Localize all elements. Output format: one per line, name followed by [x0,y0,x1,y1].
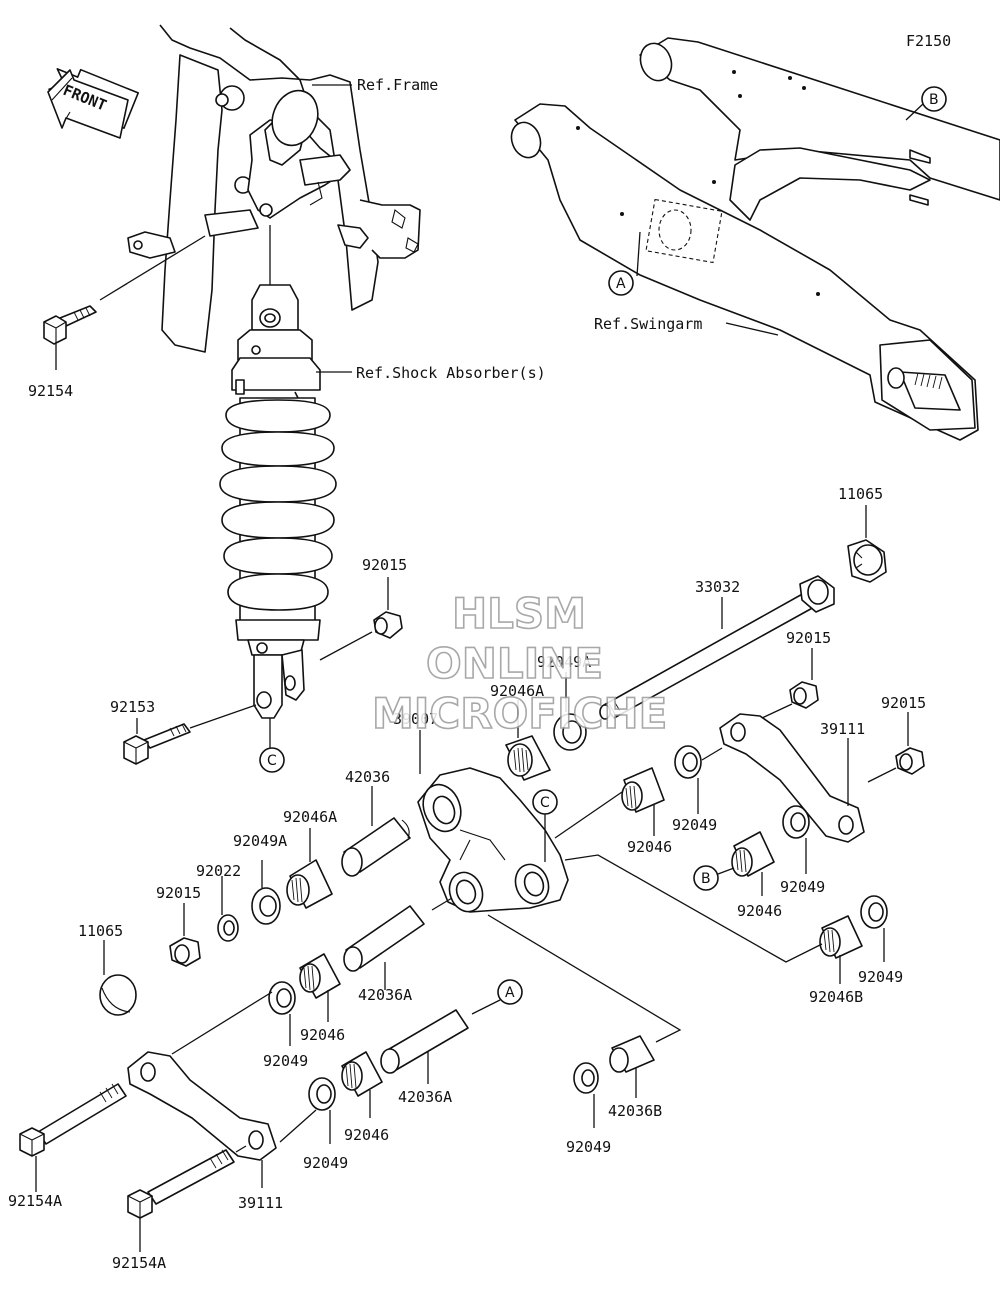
callout-a-lower: A [497,979,523,1005]
label-42036b: 42036B [608,1102,662,1120]
label-92046-left-mid: 92046 [300,1026,345,1044]
label-42036a-lower: 42036A [398,1088,452,1106]
svg-text:C: C [267,753,277,769]
callout-b-top: B [921,86,947,112]
callout-c-shock: C [259,747,285,773]
swingarm-drawing [510,37,1000,441]
washer-92049-right-upper [674,745,702,779]
bearing-92046b [819,915,863,959]
bolt-92154a-upper [19,1083,127,1157]
label-42036a-mid: 42036A [358,986,412,1004]
tie-rod-39111-right [719,713,865,843]
bolt-92154a-lower [127,1149,235,1219]
bearing-92046a-left [286,859,333,909]
callout-b-lower: B [693,865,719,891]
nut-92015-mid [789,681,819,709]
callout-c-rocker: C [532,789,558,815]
ref-shock-label: Ref.Shock Absorber(s) [356,364,546,382]
washer-92049-lower-left [308,1077,336,1111]
label-92049a-left: 92049A [233,832,287,850]
label-92049a-top: 92049A [537,653,591,671]
washer-92049-lower-right [573,1062,599,1094]
svg-text:B: B [701,871,711,887]
svg-text:B: B [929,92,939,108]
label-92049-right-mid: 92049 [780,878,825,896]
sleeve-42036b [609,1035,655,1073]
ref-swingarm-label: Ref.Swingarm [594,315,702,333]
sleeve-42036 [341,817,411,877]
frame-drawing [127,24,421,353]
label-92046-mid: 92046 [737,902,782,920]
svg-text:A: A [616,276,626,292]
nut-92015-shock [373,611,403,639]
label-92046a-top: 92046A [490,682,544,700]
label-11065-left: 11065 [78,922,123,940]
bearing-92046-lower [341,1051,383,1097]
shaft-33032 [599,575,835,720]
label-92046-right: 92046 [627,838,672,856]
label-11065-right: 11065 [838,485,883,503]
figure-code: F2150 [906,32,951,50]
label-92015-a: 92015 [362,556,407,574]
svg-text:HLSM: HLSM [452,589,586,638]
bolt-92154 [43,305,97,345]
washer-92049-right-mid [782,805,810,839]
sleeve-42036a-mid [343,905,425,972]
shock-absorber-drawing [219,225,337,719]
label-92049-lower-left: 92049 [303,1154,348,1172]
rocker-arm-39007 [417,767,569,913]
tie-rod-39111-lower [127,1051,277,1161]
label-92046b: 92046B [809,988,863,1006]
washer-92049-left-mid [268,981,296,1015]
label-92049-left-mid: 92049 [263,1052,308,1070]
washer-92049a-top [553,713,587,751]
label-92049-right-upper: 92049 [672,816,717,834]
label-42036: 42036 [345,768,390,786]
washer-92022 [217,914,239,942]
label-39111-lower: 39111 [238,1194,283,1212]
cap-11065-left [99,974,137,1016]
bearing-92046-b-callout [731,831,775,877]
sleeve-42036a-lower [380,1009,469,1074]
nut-92015-left [169,937,201,967]
label-92154: 92154 [28,382,73,400]
label-39111-right: 39111 [820,720,865,738]
label-92049-right-low: 92049 [858,968,903,986]
callout-a-top: A [608,270,634,296]
label-92154a-upper: 92154A [8,1192,62,1210]
bearing-92046-right [621,767,665,813]
label-92154a-lower: 92154A [112,1254,166,1272]
svg-text:ONLINE: ONLINE [426,639,603,688]
label-33032: 33032 [695,578,740,596]
watermark: HLSM ONLINE MICROFICHE [371,588,668,739]
label-92049-lower-right: 92049 [566,1138,611,1156]
label-92022: 92022 [196,862,241,880]
label-92015-d: 92015 [156,884,201,902]
label-39007: 39007 [393,710,438,728]
label-92153: 92153 [110,698,155,716]
washer-92049-right-low [860,895,888,929]
bolt-92153 [123,723,191,765]
bearing-92046a-top [505,735,551,781]
label-92015-c: 92015 [881,694,926,712]
label-92015-b: 92015 [786,629,831,647]
cap-11065-right [847,539,887,583]
label-92046-lower: 92046 [344,1126,389,1144]
label-92046a-left: 92046A [283,808,337,826]
washer-92049a-left [251,887,281,925]
front-arrow-shape [47,69,129,139]
ref-frame-label: Ref.Frame [357,76,438,94]
bearing-92046-left-mid [299,953,341,999]
svg-text:MICROFICHE: MICROFICHE [372,689,667,738]
svg-text:A: A [505,985,515,1001]
svg-text:C: C [540,795,550,811]
nut-92015-right [895,747,925,775]
